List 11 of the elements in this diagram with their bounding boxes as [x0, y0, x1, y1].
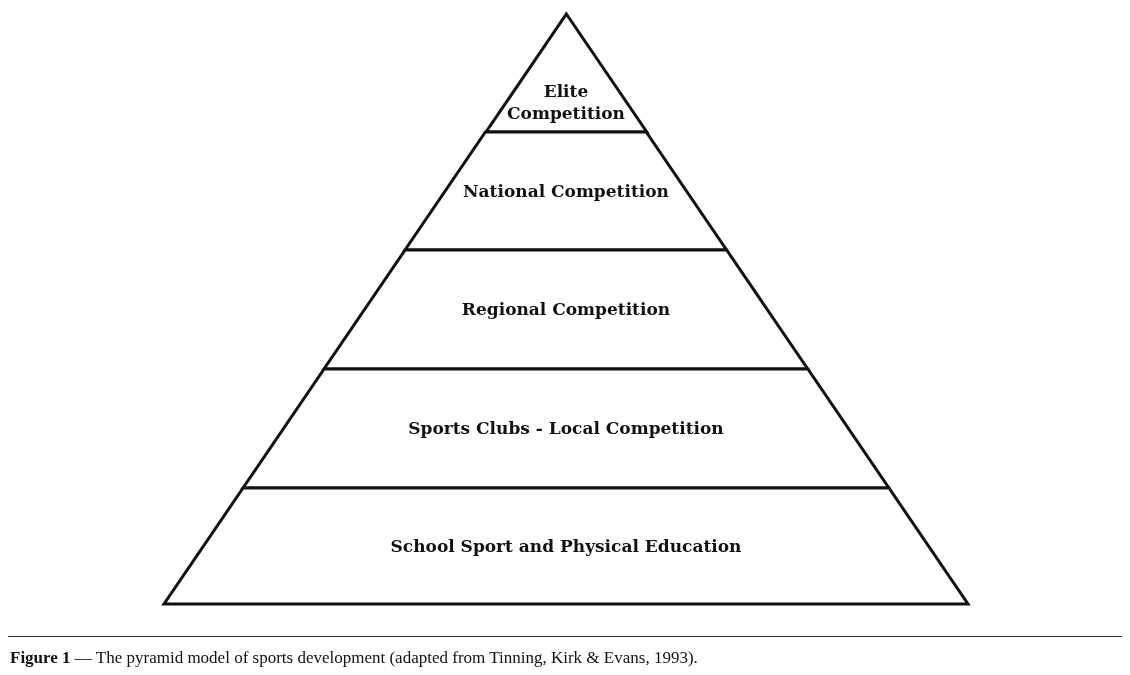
pyramid-tier: [164, 488, 968, 604]
tier-label: School Sport and Physical Education: [390, 534, 742, 558]
figure-caption: Figure 1 — The pyramid model of sports development (adapted from Tinning, Kirk & Evans, 1993).: [10, 648, 698, 668]
tier-label: Regional Competition: [461, 298, 671, 321]
pyramid-tier: [324, 250, 808, 369]
pyramid-tier: [243, 369, 889, 488]
pyramid-tier: [405, 132, 727, 250]
pyramid-tier: [485, 14, 647, 132]
tier-label: Sports Clubs - Local Competition: [408, 417, 724, 440]
tier-label: Elite Competition: [506, 79, 626, 125]
tier-label: National Competition: [463, 179, 669, 203]
